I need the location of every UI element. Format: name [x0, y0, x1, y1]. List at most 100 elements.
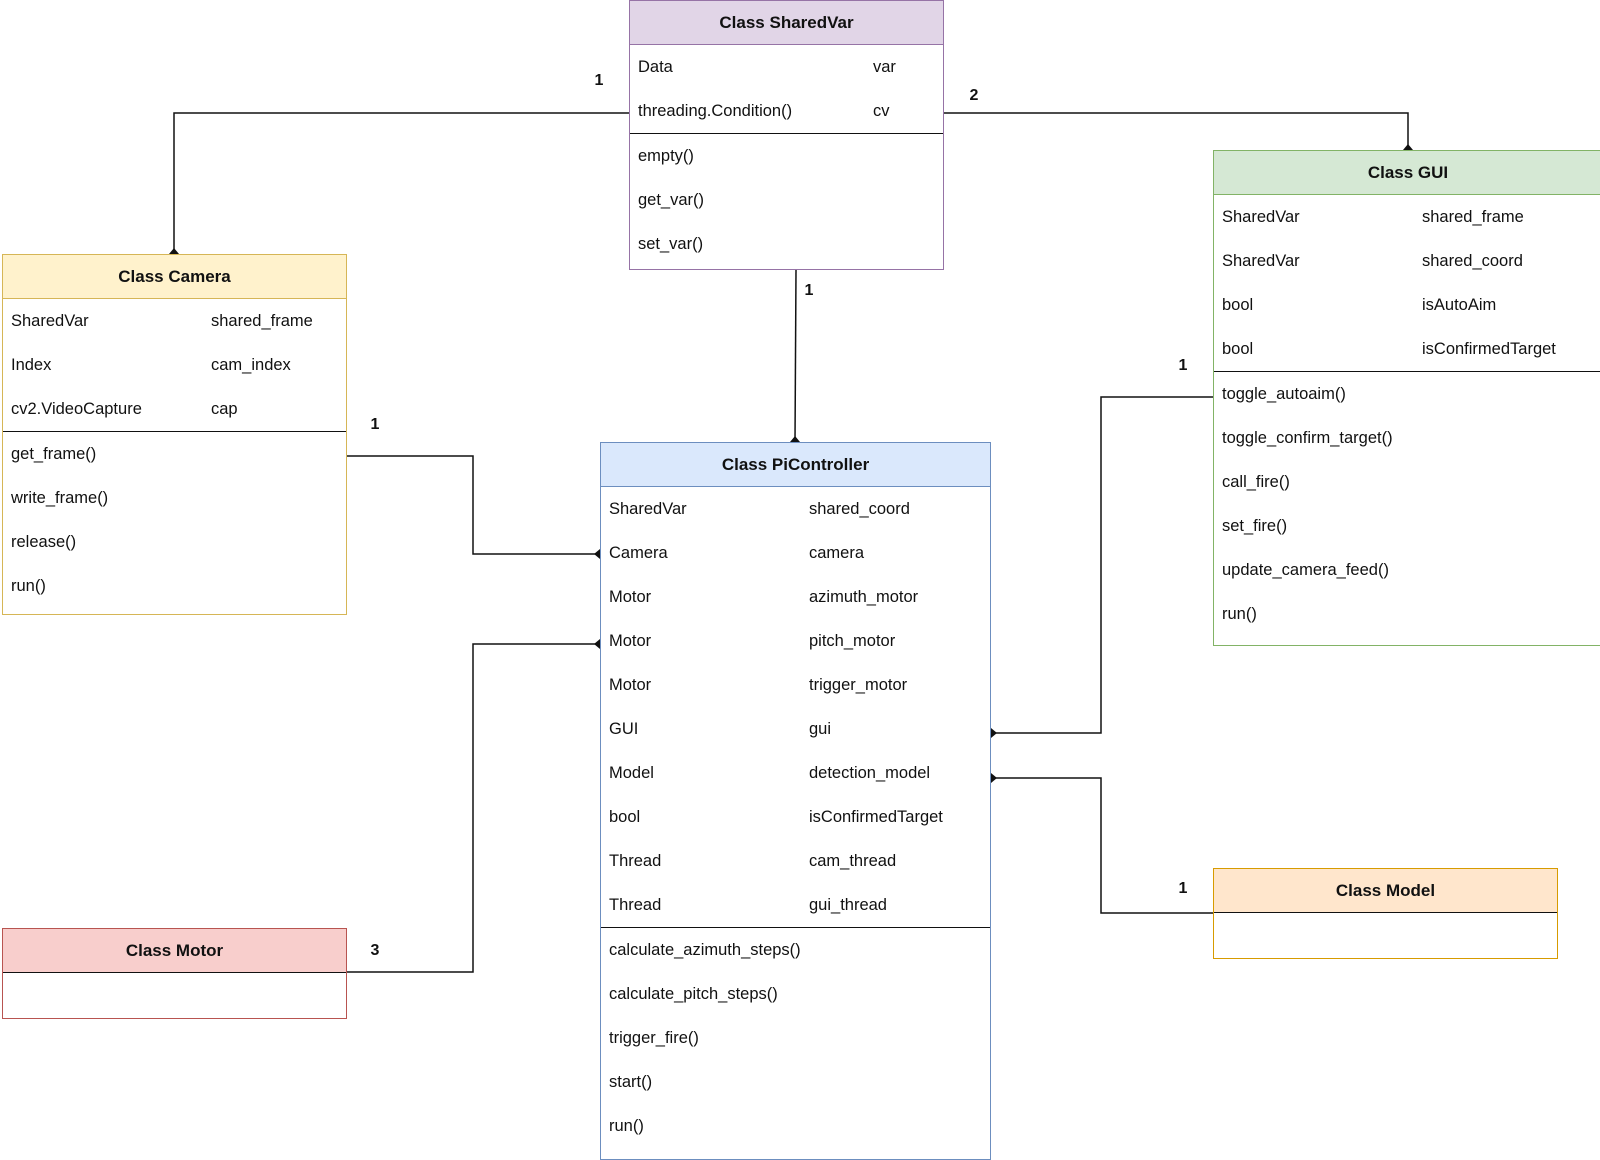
method-name: get_var()	[638, 191, 705, 209]
attribute-name: gui	[809, 720, 832, 738]
connector-camera-picontroller	[347, 455, 606, 559]
multiplicity-gui-picontroller: 1	[1178, 357, 1188, 374]
attribute-row: threading.Condition()cv	[630, 89, 943, 133]
members-divider	[601, 927, 990, 928]
attribute-type: SharedVar	[1222, 252, 1300, 270]
attribute-name: cam_thread	[809, 852, 897, 870]
method-row: run()	[3, 564, 346, 608]
method-row: empty()	[630, 134, 943, 178]
method-name: run()	[11, 577, 46, 595]
attribute-name: isConfirmedTarget	[1422, 340, 1556, 358]
class-title: Class Camera	[3, 255, 346, 299]
attribute-name: azimuth_motor	[809, 588, 919, 606]
method-name: toggle_autoaim()	[1222, 385, 1346, 403]
attribute-row: GUI gui	[601, 707, 990, 751]
attribute-row: SharedVar shared_frame	[1214, 195, 1600, 239]
attribute-name: shared_coord	[1422, 252, 1523, 270]
method-name: write_frame()	[11, 489, 109, 507]
attribute-type: bool	[1222, 340, 1254, 358]
attribute-name: isAutoAim	[1422, 296, 1497, 314]
class-title: Class Motor	[3, 929, 346, 973]
class-title: Class PiController	[601, 443, 990, 487]
members-divider	[3, 431, 346, 432]
multiplicity-sharedvar-gui: 2	[969, 87, 979, 104]
connector-sharedvar-picontroller	[790, 269, 800, 448]
method-row: start()	[601, 1060, 990, 1104]
attribute-type: GUI	[609, 720, 639, 738]
class-title: Class Model	[1214, 869, 1557, 913]
attribute-type: Model	[609, 764, 654, 782]
attribute-name: gui_thread	[809, 896, 887, 914]
method-name: set_fire()	[1222, 517, 1288, 535]
method-row: toggle_confirm_target()	[1214, 416, 1600, 460]
attribute-type: Motor	[609, 588, 652, 606]
method-name: empty()	[638, 147, 694, 165]
method-row: calculate_pitch_steps()	[601, 972, 990, 1016]
attribute-name: shared_frame	[1422, 208, 1524, 226]
attribute-row: Motor azimuth_motor	[601, 575, 990, 619]
method-row: release()	[3, 520, 346, 564]
multiplicity-sharedvar-camera: 1	[594, 72, 604, 89]
method-name: run()	[1222, 605, 1257, 623]
attribute-name: cam_index	[211, 356, 291, 374]
attribute-type: bool	[1222, 296, 1254, 314]
attribute-row: SharedVar shared_frame	[3, 299, 346, 343]
method-row: run()	[1214, 592, 1600, 636]
method-row: set_fire()	[1214, 504, 1600, 548]
attribute-type: threading.Condition()	[638, 102, 793, 120]
method-row: write_frame()	[3, 476, 346, 520]
attribute-type: SharedVar	[11, 312, 89, 330]
class-title: Class GUI	[1214, 151, 1600, 195]
method-name: release()	[11, 533, 77, 551]
method-name: start()	[609, 1073, 653, 1091]
method-name: calculate_pitch_steps()	[609, 985, 778, 1003]
connector-sharedvar-camera	[169, 112, 629, 260]
method-name: get_frame()	[11, 445, 97, 463]
connector-model-picontroller	[985, 773, 1213, 914]
members-divider	[1214, 371, 1600, 372]
method-row: calculate_azimuth_steps()	[601, 928, 990, 972]
method-row: get_frame()	[3, 432, 346, 476]
attribute-row: bool isAutoAim	[1214, 283, 1600, 327]
attribute-name: trigger_motor	[809, 676, 908, 694]
method-row: get_var()	[630, 178, 943, 222]
attribute-type: SharedVar	[609, 500, 687, 518]
class-title: Class SharedVar	[630, 1, 943, 45]
method-row: set_var()	[630, 222, 943, 266]
multiplicity-model-picontroller: 1	[1178, 880, 1188, 897]
attribute-type: Data	[638, 58, 673, 76]
attribute-type: SharedVar	[1222, 208, 1300, 226]
attribute-type: bool	[609, 808, 641, 826]
connector-gui-picontroller	[985, 396, 1213, 738]
attribute-row: Index cam_index	[3, 343, 346, 387]
attribute-row: bool isConfirmedTarget	[1214, 327, 1600, 371]
connector-sharedvar-gui	[944, 112, 1413, 156]
attribute-type: cv2.VideoCapture	[11, 400, 142, 418]
method-row: run()	[601, 1104, 990, 1148]
attribute-name: shared_frame	[211, 312, 313, 330]
attribute-name: pitch_motor	[809, 632, 896, 650]
method-name: calculate_azimuth_steps()	[609, 941, 801, 959]
method-name: update_camera_feed()	[1222, 561, 1389, 579]
attribute-row: SharedVar shared_coord	[1214, 239, 1600, 283]
class-body-empty	[3, 973, 346, 1017]
attribute-name: camera	[809, 544, 865, 562]
attribute-type: Index	[11, 356, 52, 374]
multiplicity-motor-picontroller: 3	[370, 942, 380, 959]
attribute-name: isConfirmedTarget	[809, 808, 943, 826]
method-name: run()	[609, 1117, 644, 1135]
multiplicity-camera-picontroller: 1	[370, 416, 380, 433]
class-model: Class Model	[1213, 868, 1558, 959]
